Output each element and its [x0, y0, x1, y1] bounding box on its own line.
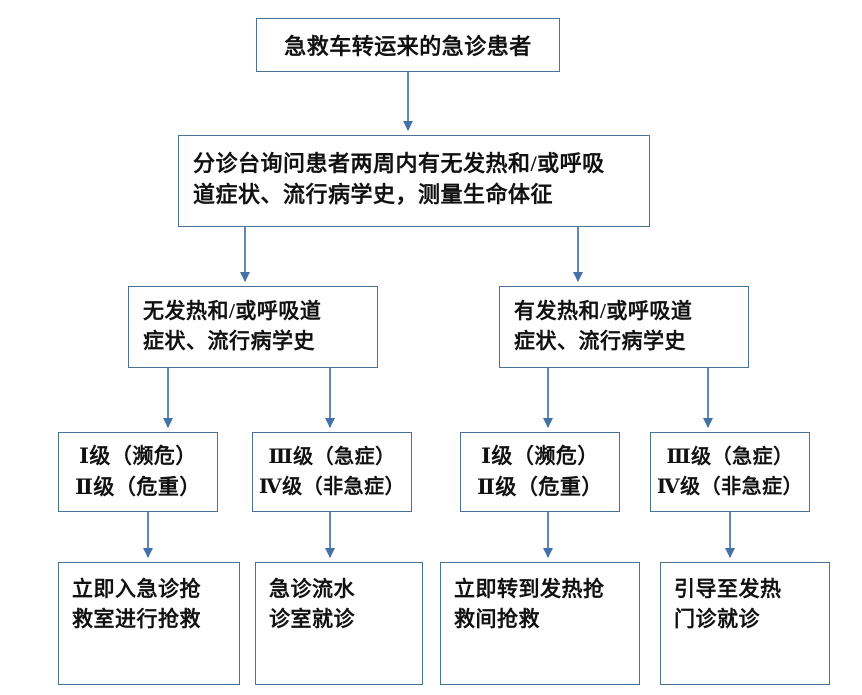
node-triage-desk-line1: 分诊台询问患者两周内有无发热和/或呼吸 — [193, 151, 605, 176]
node-level-nf-critical-line2: Ⅱ级（危重） — [75, 475, 201, 499]
node-outcome-fever-resus[interactable]: 立即转到发热抢 救间抢救 — [440, 562, 640, 685]
node-branch-no-fever-line2: 症状、流行病学史 — [143, 329, 315, 354]
node-outcome-resus-room-line1: 立即入急诊抢 — [72, 577, 201, 601]
node-level-nf-urgent-line1: Ⅲ级（急症） — [268, 446, 396, 468]
node-level-nf-urgent-line2: Ⅳ级（非急症） — [258, 476, 406, 498]
node-level-nf-critical-line1: Ⅰ级（濒危） — [79, 443, 197, 468]
node-outcome-resus-room[interactable]: 立即入急诊抢 救室进行抢救 — [58, 562, 240, 685]
node-level-f-critical-line1: Ⅰ级（濒危） — [481, 443, 599, 468]
node-level-f-urgent-line2: Ⅳ级（非急症） — [656, 476, 804, 498]
node-outcome-fever-clinic-line2: 门诊就诊 — [674, 607, 760, 632]
node-level-nf-urgent[interactable]: Ⅲ级（急症） Ⅳ级（非急症） — [252, 432, 412, 512]
node-branch-fever[interactable]: 有发热和/或呼吸道 症状、流行病学史 — [499, 286, 749, 368]
node-triage-desk[interactable]: 分诊台询问患者两周内有无发热和/或呼吸 道症状、流行病学史，测量生命体征 — [178, 135, 650, 227]
node-triage-desk-line2: 道症状、流行病学史，测量生命体征 — [193, 182, 554, 208]
node-level-f-critical[interactable]: Ⅰ级（濒危） Ⅱ级（危重） — [460, 432, 620, 512]
node-start[interactable]: 急救车转运来的急诊患者 — [256, 18, 560, 72]
node-branch-no-fever-line1: 无发热和/或呼吸道 — [143, 299, 322, 323]
node-outcome-fever-clinic[interactable]: 引导至发热 门诊就诊 — [660, 562, 830, 685]
node-start-text: 急救车转运来的急诊患者 — [284, 34, 532, 59]
node-outcome-fever-resus-line2: 救间抢救 — [454, 607, 540, 632]
node-outcome-clinic-line1: 急诊流水 — [269, 577, 355, 601]
node-outcome-resus-room-line2: 救室进行抢救 — [72, 607, 201, 632]
node-level-nf-critical[interactable]: Ⅰ级（濒危） Ⅱ级（危重） — [58, 432, 218, 512]
node-outcome-clinic-line2: 诊室就诊 — [269, 607, 355, 632]
node-level-f-urgent[interactable]: Ⅲ级（急症） Ⅳ级（非急症） — [650, 432, 810, 512]
node-branch-fever-line1: 有发热和/或呼吸道 — [514, 299, 693, 323]
node-branch-no-fever[interactable]: 无发热和/或呼吸道 症状、流行病学史 — [128, 286, 378, 368]
node-outcome-fever-clinic-line1: 引导至发热 — [674, 577, 782, 601]
node-outcome-fever-resus-line1: 立即转到发热抢 — [454, 577, 605, 601]
node-level-f-critical-line2: Ⅱ级（危重） — [477, 475, 603, 499]
node-branch-fever-line2: 症状、流行病学史 — [514, 329, 686, 354]
node-outcome-clinic[interactable]: 急诊流水 诊室就诊 — [255, 562, 423, 685]
node-level-f-urgent-line1: Ⅲ级（急症） — [666, 446, 794, 468]
